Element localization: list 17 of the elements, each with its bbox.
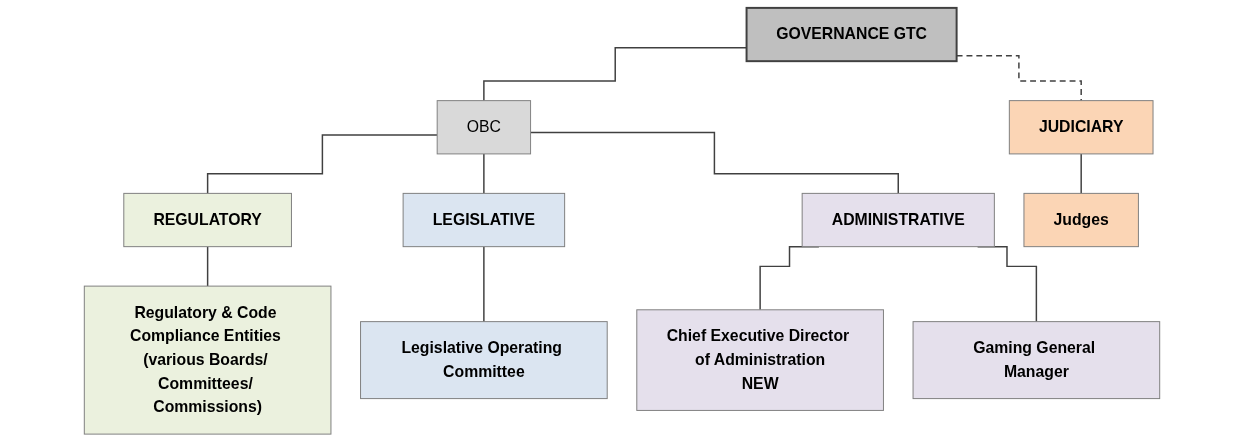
- node-box: LEGISLATIVE: [402, 192, 566, 248]
- connector: [206, 134, 438, 195]
- node-box: ADMINISTRATIVE: [801, 192, 995, 248]
- node-box: GOVERNANCE GTC: [745, 6, 958, 63]
- node-box: JUDICIARY: [1008, 100, 1154, 155]
- connector: [483, 153, 485, 195]
- node-box: OBC: [436, 100, 532, 155]
- connector: [483, 245, 485, 323]
- node-box: Gaming General Manager: [912, 321, 1161, 400]
- connector: [529, 131, 899, 195]
- connector: [1080, 153, 1082, 195]
- node-box: Chief Executive Director of Administration NEW: [636, 309, 884, 411]
- node-box: Legislative Operating Committee: [360, 321, 608, 400]
- node-box: Regulatory & Code Compliance Entities (various Boards/ Committees/ Commissions): [83, 285, 332, 435]
- connector: [206, 245, 209, 287]
- node-box: Judges: [1023, 192, 1139, 248]
- node-box: REGULATORY: [123, 192, 292, 248]
